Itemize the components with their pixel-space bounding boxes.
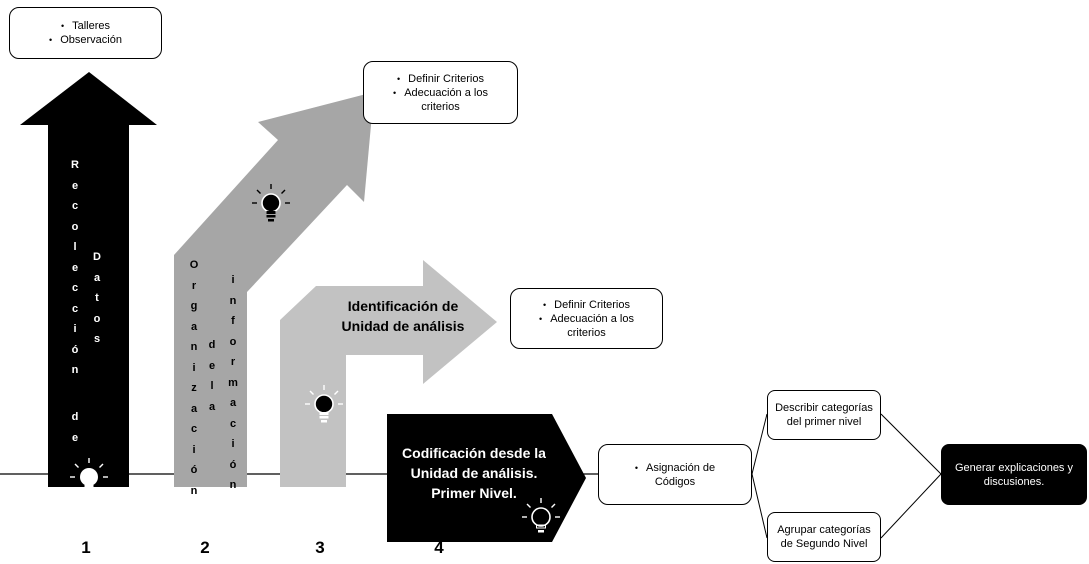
arrow-step-2 [174, 92, 374, 487]
step-number-1: 1 [81, 538, 91, 557]
step-1-detail: Talleres [49, 19, 122, 33]
lightbulb-icon [252, 184, 290, 222]
coding-box: Asignación de Códigos [598, 444, 752, 505]
lightbulb-icon [305, 385, 343, 423]
step-number-2: 2 [200, 538, 210, 557]
step-number-4: 4 [434, 538, 444, 557]
connector-first-result [880, 413, 942, 475]
connector-coding-second [751, 473, 768, 539]
step-3-detail: Definir Criterios [511, 298, 662, 312]
step-number-3: 3 [315, 538, 325, 557]
step-2-detail: Definir Criterios [364, 72, 517, 86]
step-1-detail: Observación [49, 33, 122, 47]
step-3-details-box: Definir Criterios Adecuación a los crite… [510, 288, 663, 349]
coding-detail: Asignación de Códigos [599, 461, 751, 489]
first-level-box: Describir categorías del primer nivel [767, 390, 881, 440]
step-4-label: Codificación desde la Unidad de análisis… [402, 445, 546, 501]
step-2-detail: Adecuación a los criterios [364, 86, 517, 114]
connector-second-result [880, 473, 942, 539]
lightbulb-icon [522, 498, 560, 533]
second-level-box: Agrupar categorías de Segundo Nivel [767, 512, 881, 562]
first-level-text: Describir categorías del primer nivel [775, 402, 873, 428]
arrow-step-1 [20, 72, 157, 487]
lightbulb-icon [70, 458, 108, 496]
connector-coding-first [751, 413, 768, 475]
step-3-detail: Adecuación a los criterios [511, 312, 662, 340]
result-box: Generar explicaciones y discusiones. [941, 444, 1087, 505]
step-1-details-box: Talleres Observación [9, 7, 162, 59]
step-2-details-box: Definir Criterios Adecuación a los crite… [363, 61, 518, 124]
result-text: Generar explicaciones y discusiones. [954, 461, 1073, 488]
second-level-text: Agrupar categorías de Segundo Nivel [777, 524, 871, 550]
step-3-label: Identificación de Unidad de análisis [341, 298, 465, 334]
arrow-step-3 [280, 260, 497, 487]
